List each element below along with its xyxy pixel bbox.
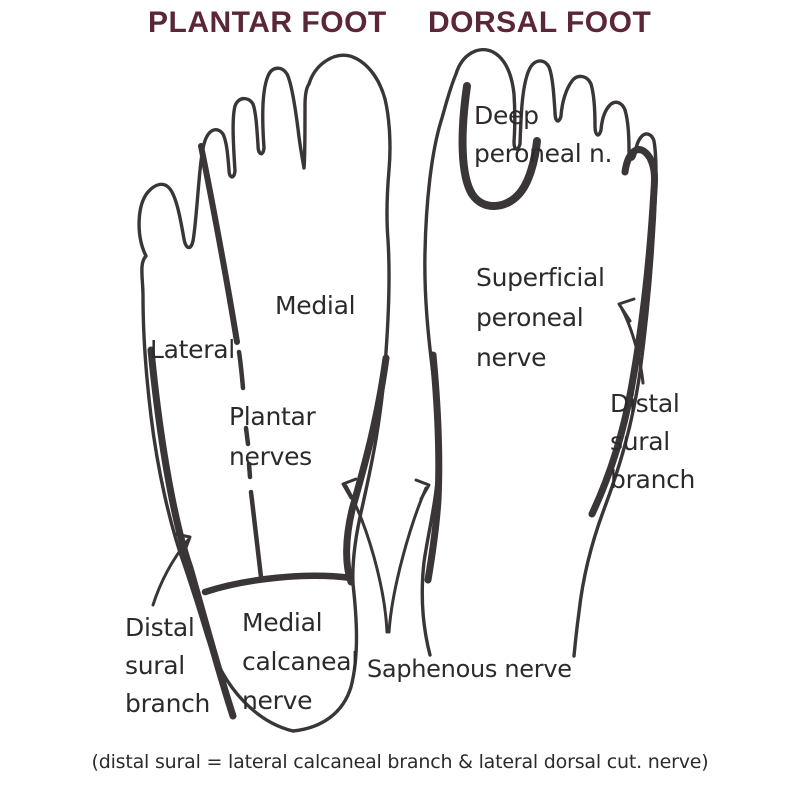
dorsal-medial-crescent-line <box>424 351 443 584</box>
label-plantar-nerves: Plantar nerves <box>229 402 316 471</box>
label-superficial-peroneal-nerve: Superficial peroneal nerve <box>476 263 605 372</box>
distal-sural-left-arrowhead <box>173 532 192 555</box>
label-lateral-plantar: Lateral <box>150 335 235 364</box>
plantar-foot-outline <box>137 53 392 733</box>
label-saphenous-nerve: Saphenous nerve <box>367 655 572 683</box>
label-deep-peroneal-nerve: Deep peroneal n. <box>474 101 613 168</box>
deep-peroneal-loop-line <box>458 82 541 210</box>
label-distal-sural-branch-left: Distal sural branch <box>125 613 211 718</box>
distal-sural-right-arrowhead <box>617 297 636 323</box>
saphenous-left-arrowhead <box>341 477 358 500</box>
plantar-division-dashes <box>236 349 264 580</box>
plantar-medial-crescent-line <box>343 354 390 586</box>
distal-sural-right-arrow <box>617 297 645 385</box>
label-medial-calcaneal-nerve: Medial calcaneal nerve <box>242 608 358 715</box>
plantar-lateral-sural-line <box>147 346 237 720</box>
saphenous-left-arrow <box>341 477 389 634</box>
plantar-heel-line <box>201 572 355 596</box>
distal-sural-left-arrow <box>151 532 192 607</box>
dorsal-foot <box>420 47 658 658</box>
label-distal-sural-branch-right: Distal sural branch <box>610 389 696 494</box>
plantar-division-line <box>198 143 240 345</box>
dorsal-foot-title: DORSAL FOOT <box>428 6 652 39</box>
footnote-distal-sural-definition: (distal sural = lateral calcaneal branch… <box>91 751 709 773</box>
arrows <box>151 297 645 634</box>
saphenous-right-arrow <box>387 478 431 634</box>
label-medial-plantar: Medial <box>275 291 356 320</box>
saphenous-right-arrowhead <box>414 478 431 501</box>
plantar-foot-title: PLANTAR FOOT <box>148 6 387 39</box>
dorsal-lateral-sural-line <box>588 146 658 518</box>
